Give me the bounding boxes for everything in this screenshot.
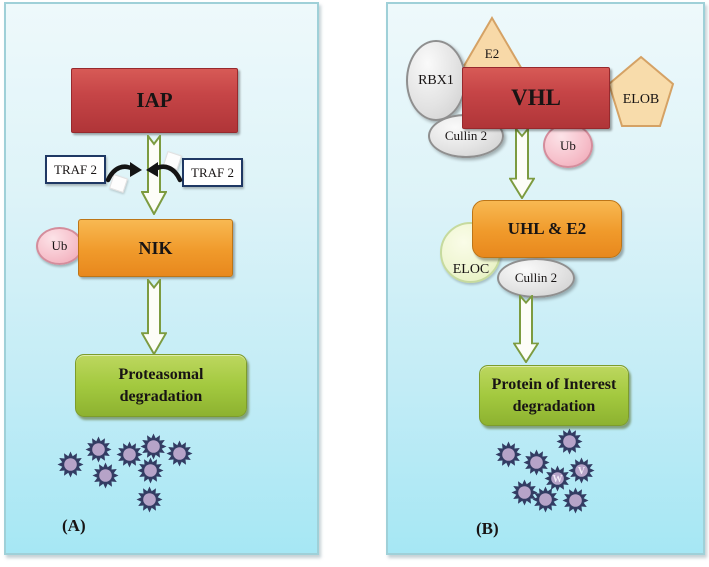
degraded-protein-star <box>556 428 583 455</box>
degradation-line1: Proteasomal <box>118 365 204 383</box>
svg-text:V: V <box>578 466 586 477</box>
rbx1-node: RBX1 <box>406 40 466 121</box>
traf2-left-node: TRAF 2 <box>45 155 106 184</box>
ub-label-a: Ub <box>51 238 68 253</box>
vhl-node: VHL <box>462 67 610 129</box>
degraded-protein-star <box>57 451 84 478</box>
ub-node-b: Ub <box>543 123 593 168</box>
svg-text:W: W <box>553 474 563 485</box>
degraded-protein-star <box>92 462 119 489</box>
nik-label: NIK <box>138 237 173 258</box>
down-arrow-icon <box>513 295 539 363</box>
degradation-b-line2: degradation <box>512 397 596 415</box>
uhl-e2-label: UHL & E2 <box>507 219 587 238</box>
panel-b-label: (B) <box>476 519 499 538</box>
cullin2-bottom-label: Cullin 2 <box>514 270 558 285</box>
degraded-protein-star <box>137 457 164 484</box>
down-arrow-icon <box>509 128 535 199</box>
panel-a: IAP TRAF 2 TRAF 2 Ub <box>4 2 319 555</box>
vhl-label: VHL <box>511 85 561 110</box>
degraded-protein-star <box>166 440 193 467</box>
degraded-protein-star <box>140 433 167 460</box>
traf2-left-label: TRAF 2 <box>54 161 97 177</box>
protein-degradation-node: Protein of Interest degradation <box>479 365 629 426</box>
degraded-protein-star <box>116 441 143 468</box>
e2-triangle-shape <box>459 16 525 72</box>
degraded-protein-star <box>532 486 559 513</box>
degradation-b-line1: Protein of Interest <box>491 375 617 393</box>
degraded-protein-star <box>523 449 550 476</box>
traf2-right-node: TRAF 2 <box>182 158 243 187</box>
cullin2-bottom-node: Cullin 2 <box>497 258 575 298</box>
degraded-protein-star <box>136 486 163 513</box>
cullin2-top-label: Cullin 2 <box>444 128 488 143</box>
curved-arrow-right-icon <box>146 162 183 183</box>
nik-node: NIK <box>78 219 233 277</box>
ub-node-a: Ub <box>36 227 83 265</box>
degradation-line2: degradation <box>119 387 203 405</box>
degraded-protein-star <box>511 479 538 506</box>
down-arrow-icon <box>141 135 167 215</box>
iap-node: IAP <box>71 68 238 133</box>
rbx1-label: RBX1 <box>418 72 454 88</box>
degraded-protein-star <box>85 436 112 463</box>
proteasomal-degradation-node: Proteasomal degradation <box>75 354 247 417</box>
panel-b: E2 RBX1 ELOB Cullin 2 Ub VHL ELOC <box>386 2 705 555</box>
ub-label-b: Ub <box>560 137 576 153</box>
degraded-protein-star: V <box>568 457 595 484</box>
down-arrow-icon <box>141 279 167 355</box>
traf2-right-label: TRAF 2 <box>191 164 234 180</box>
curved-arrow-left-icon <box>105 162 142 183</box>
elob-pentagon-shape <box>607 55 675 127</box>
degraded-protein-star <box>562 487 589 514</box>
panel-a-label: (A) <box>62 516 86 535</box>
uhl-e2-node: UHL & E2 <box>472 200 622 258</box>
iap-label: IAP <box>136 88 173 112</box>
degraded-protein-star: W <box>544 465 571 492</box>
e2-label: E2 <box>484 46 500 61</box>
eloc-label: ELOC <box>452 262 490 277</box>
degraded-protein-star <box>495 441 522 468</box>
elob-label: ELOB <box>622 92 660 107</box>
